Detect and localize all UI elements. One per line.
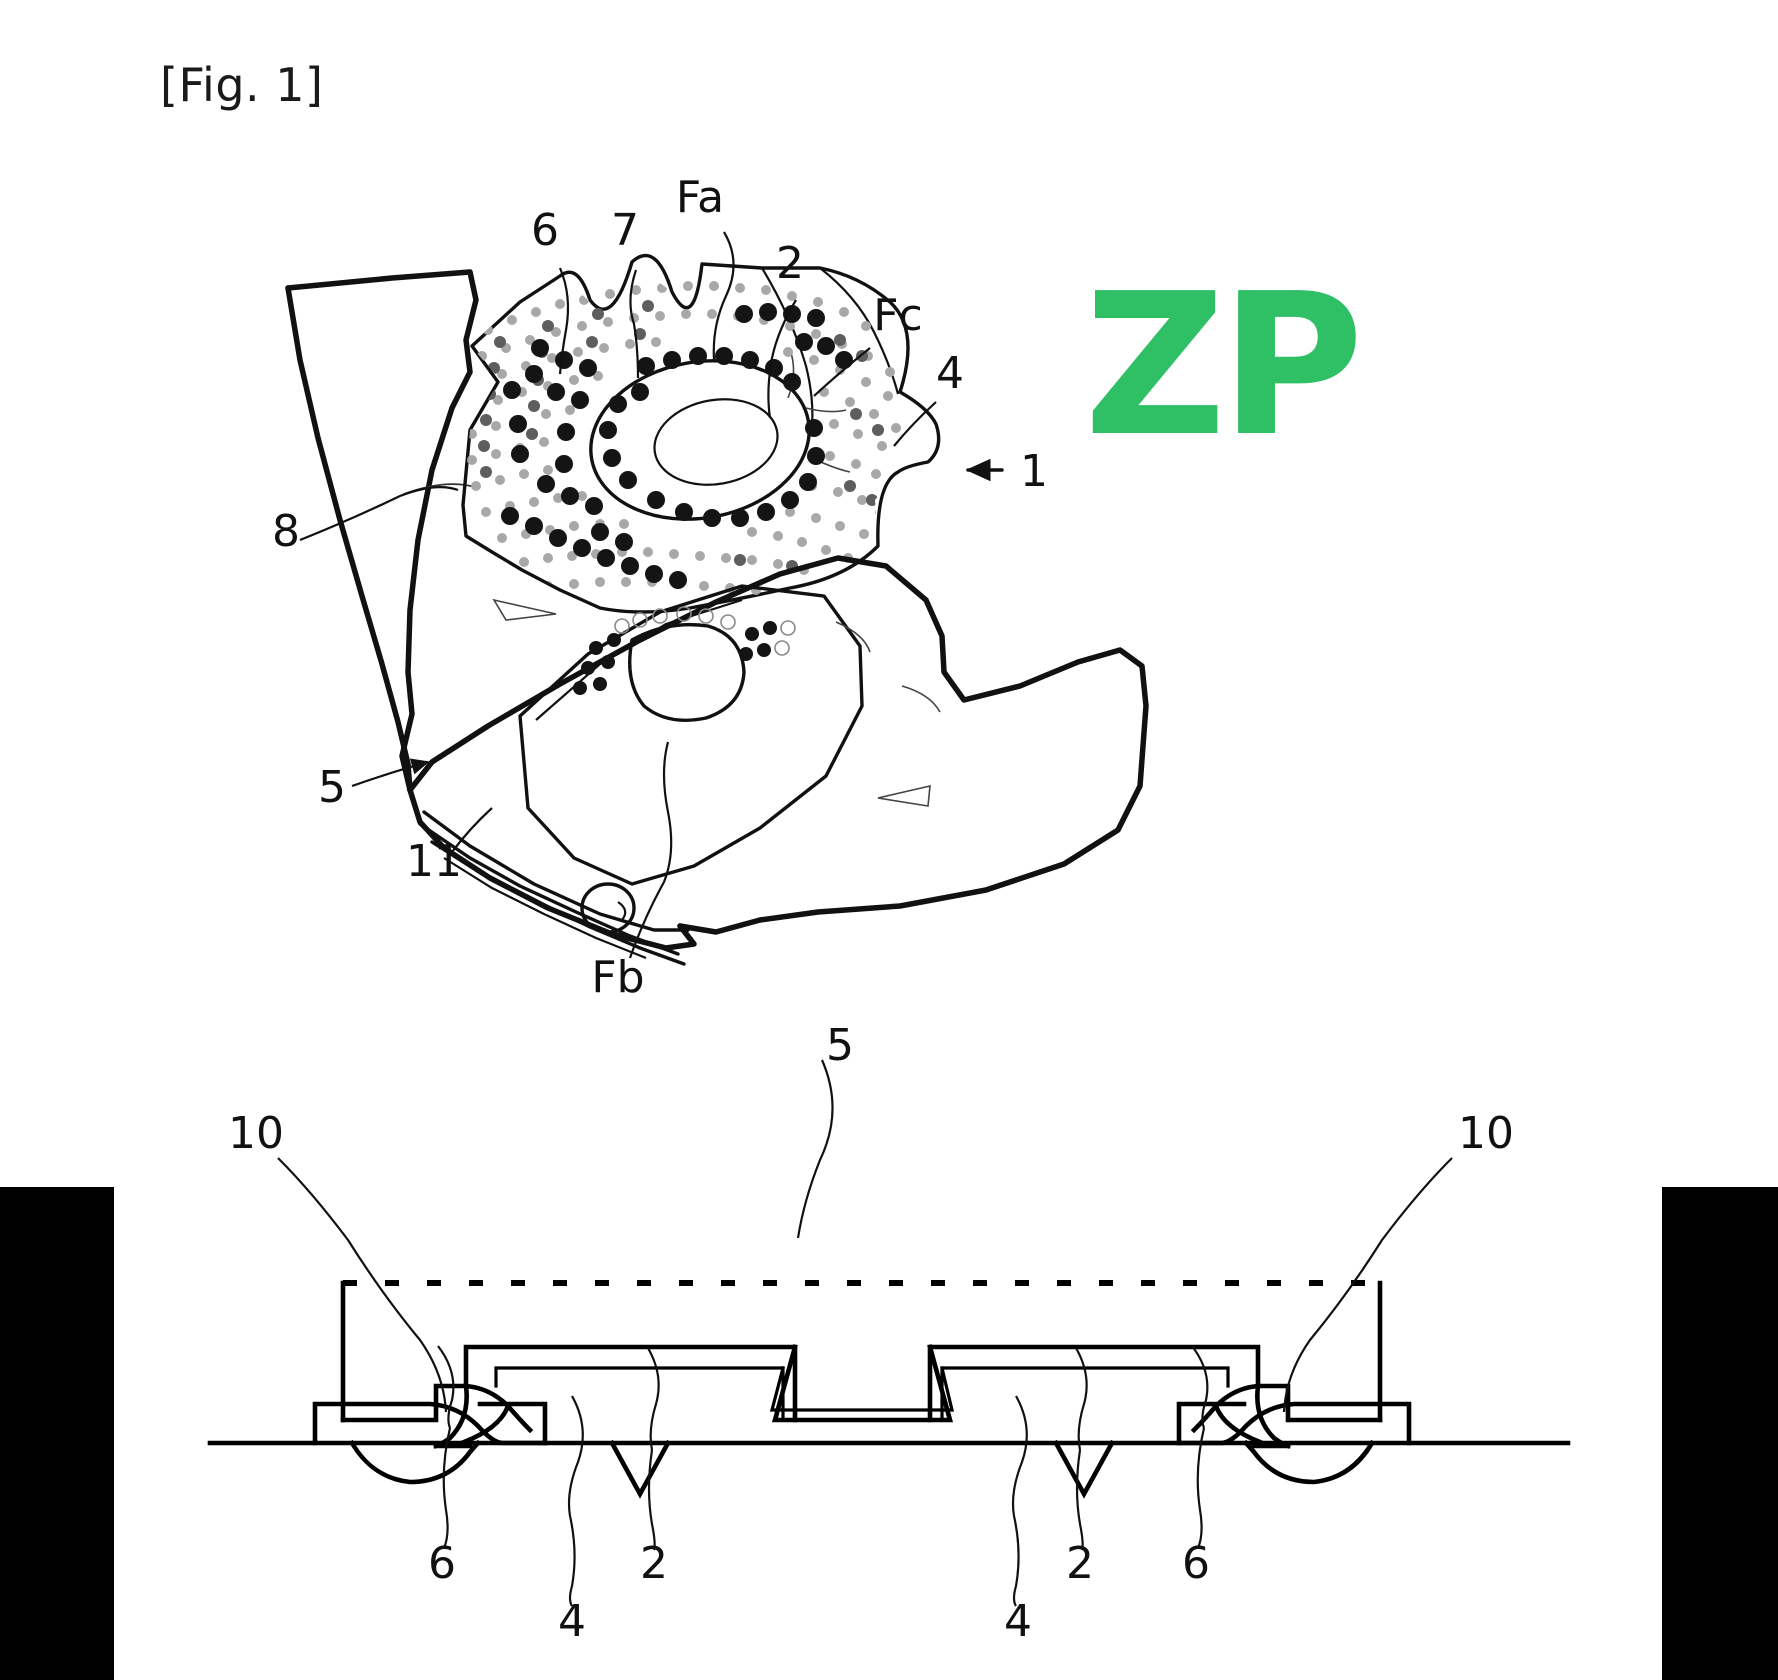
zp-watermark-logo: ZP: [1084, 252, 1364, 480]
callout-2-top: 2: [776, 238, 804, 289]
callout-Fc: Fc: [873, 290, 923, 341]
callout-5-upper: 5: [318, 762, 346, 813]
cs-left-pad-step: [477, 1401, 548, 1446]
right-black-margin-bar: [1662, 1187, 1778, 1680]
callout-1: 1: [1020, 446, 1048, 497]
sheet-center-hole-inner: [653, 398, 779, 486]
cs-right-pad-step: [1176, 1401, 1247, 1446]
cs-left-pinch: [433, 1383, 469, 1449]
figure-caption: [Fig. 1]: [160, 58, 324, 112]
cs-left-shoulder: [340, 1383, 534, 1434]
cs-callout-4-right: 4: [1004, 1596, 1032, 1647]
cs-left-lower-pad: [312, 1401, 548, 1446]
callout-6: 6: [531, 205, 559, 256]
cs-callout-5: 5: [826, 1020, 854, 1071]
cross-section-callout-labels: 5 10 10 6 4 2 4 2 6: [228, 1020, 1514, 1647]
cross-section-leader-tails: [442, 1427, 1206, 1607]
cs-right-dimple-underside: [1242, 1439, 1376, 1485]
cs-left-pinch-2: [461, 1403, 511, 1445]
cs-center-channel-inner: [769, 1366, 955, 1412]
cs-callout-2-right: 2: [1066, 1538, 1094, 1589]
cross-section-leader-lines: [277, 1059, 1453, 1517]
cs-left-upper-block-outer: [463, 1344, 798, 1423]
cs-callout-6-right: 6: [1182, 1538, 1210, 1589]
cs-left-dimple-underside: [348, 1439, 482, 1485]
perforated-sheet-1: [461, 253, 941, 614]
cs-center-channel-outer: [771, 1344, 954, 1423]
perspective-callout-labels: 6 7 Fa 2 Fc 4 8 5 11 Fb: [272, 172, 964, 1003]
cs-right-lower-pad: [1176, 1401, 1412, 1446]
upper-flap-8: [285, 269, 479, 793]
cs-v-notch-right: [1052, 1439, 1116, 1499]
cs-right-upper-block-outer: [927, 1344, 1261, 1423]
callout-7: 7: [611, 205, 639, 256]
callout-Fa: Fa: [676, 172, 724, 223]
perspective-leader-lines: [299, 231, 937, 959]
cs-callout-10-left: 10: [228, 1108, 284, 1159]
cs-left-upper-block-inner: [494, 1366, 785, 1422]
midsole-body-5: [407, 555, 1149, 966]
callout-1-group: 1: [965, 446, 1048, 497]
cs-right-pinch-2: [1213, 1403, 1263, 1445]
callout-8: 8: [272, 506, 300, 557]
cs-right-pinch: [1255, 1383, 1291, 1449]
callout-11: 11: [406, 836, 462, 887]
perspective-view-group: 6 7 Fa 2 Fc 4 8 5 11 Fb 1: [272, 172, 1149, 1003]
cs-callout-10-right: 10: [1458, 1108, 1514, 1159]
cs-v-notch-left: [608, 1439, 672, 1499]
perforation-dot-field: [467, 281, 901, 595]
cs-callout-6-left: 6: [428, 1538, 456, 1589]
cross-section-group: 5 10 10 6 4 2 4 2 6: [207, 1020, 1571, 1647]
callout-Fb: Fb: [591, 952, 644, 1003]
left-black-margin-bar: [0, 1187, 114, 1680]
callout-4-upper: 4: [936, 348, 964, 399]
